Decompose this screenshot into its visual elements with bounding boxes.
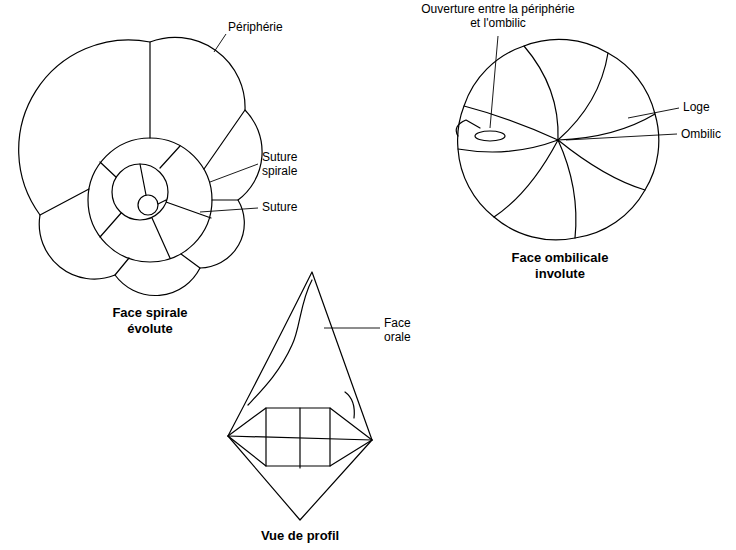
profile-outline	[228, 272, 372, 520]
suture-label: Suture	[262, 200, 297, 214]
chamber-label: Loge	[683, 100, 710, 114]
innermost-whorl	[112, 164, 168, 220]
spiral-face-outline	[19, 37, 262, 295]
periphery-label: Périphérie	[228, 20, 283, 34]
view-title: Face spirale évolute	[90, 305, 210, 337]
spiral-sutures	[40, 42, 245, 275]
spiral-suture-label: Suture spirale	[262, 150, 317, 178]
umbilicus-label: Ombilic	[681, 127, 721, 141]
profile-sutures	[228, 280, 372, 468]
aperture-label: Ouverture entre la périphérie et l'ombil…	[418, 2, 578, 30]
umbilical-face	[456, 39, 659, 240]
view-title: Vue de profil	[220, 528, 380, 544]
proloculus	[138, 195, 158, 215]
leader-lines	[200, 34, 679, 328]
view-title: Face ombilicale involute	[495, 250, 625, 282]
oral-face-label: Face orale	[384, 316, 429, 344]
inner-whorl	[88, 138, 212, 262]
